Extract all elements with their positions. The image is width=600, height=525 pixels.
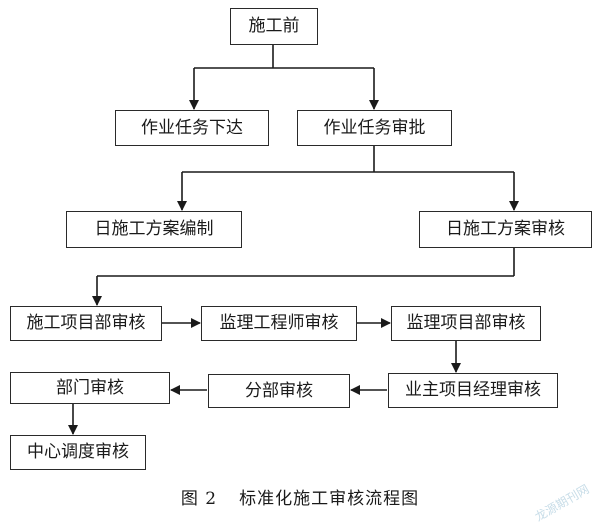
node-engineer-review: 监理工程师审核 [201,306,357,341]
node-dept-review: 部门审核 [10,372,170,404]
node-supervision-dept-review: 监理项目部审核 [391,306,541,341]
figure-caption: 图 2 标准化施工审核流程图 [0,484,600,509]
node-pre-construction: 施工前 [230,8,318,45]
node-task-approval: 作业任务审批 [297,110,452,146]
figure-title: 标准化施工审核流程图 [239,489,420,509]
node-project-dept-review: 施工项目部审核 [10,306,162,341]
node-daily-plan-prep: 日施工方案编制 [66,211,242,248]
node-branch-review: 分部审核 [208,374,350,408]
node-owner-manager-review: 业主项目经理审核 [388,373,558,408]
node-dispatch-review: 中心调度审核 [10,435,146,470]
figure-number: 图 2 [180,489,218,509]
node-task-issue: 作业任务下达 [115,110,269,146]
node-daily-plan-review: 日施工方案审核 [419,211,592,248]
